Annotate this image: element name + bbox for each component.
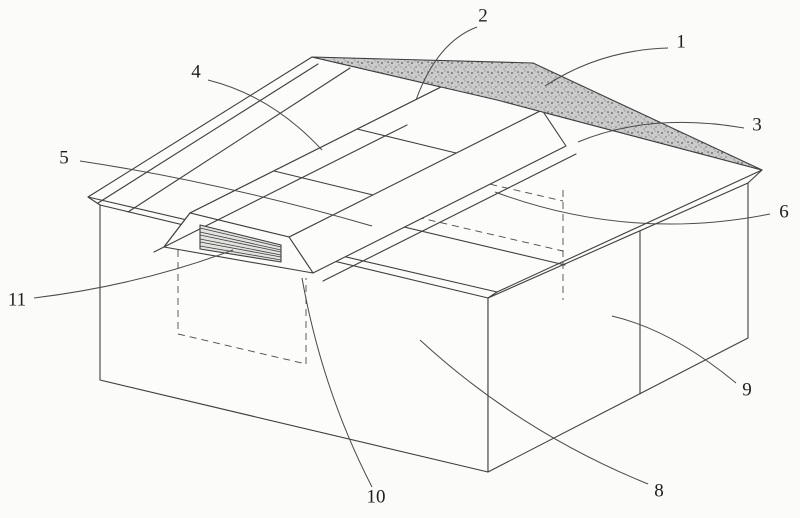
- hidden-edge-dashed-ridge: [299, 189, 564, 252]
- duct-cross-seam-2: [356, 128, 457, 154]
- louver-slat: [199, 245, 282, 261]
- roof-seam-line-left: [127, 67, 351, 213]
- leader-line-3: [577, 121, 745, 143]
- rim-corner-connector-front: [487, 291, 498, 299]
- leader-line-11: [33, 249, 234, 299]
- louver-slat: [199, 234, 282, 253]
- duct-flange-line-right: [322, 153, 577, 282]
- leader-line-10: [301, 277, 373, 488]
- leader-line-6: [494, 191, 771, 225]
- hidden-duct-bottom-edge: [177, 333, 307, 365]
- louver-slat: [199, 231, 282, 251]
- ref-label-8: 8: [654, 480, 664, 502]
- leader-lines: [33, 26, 771, 488]
- louver-vent: [199, 224, 282, 263]
- hidden-duct-lines: [177, 190, 564, 365]
- leader-line-9: [611, 315, 737, 384]
- duct-flange-line-left: [153, 124, 408, 253]
- right-wall-face: [487, 182, 749, 473]
- leader-line-5: [79, 160, 373, 227]
- louver-slat: [199, 227, 282, 248]
- ref-label-5: 5: [59, 147, 69, 169]
- roof-left-rim-inner-line: [97, 63, 319, 204]
- leader-line-1: [544, 47, 669, 87]
- rim-corner-connector-right: [747, 169, 763, 184]
- hatched-roof-panel: [311, 56, 763, 171]
- ref-label-6: 6: [779, 201, 789, 223]
- ref-label-2: 2: [478, 5, 488, 27]
- ref-label-11: 11: [7, 289, 27, 311]
- ref-label-3: 3: [752, 114, 762, 136]
- ref-label-4: 4: [191, 61, 201, 83]
- ridge-duct: [153, 85, 577, 282]
- duct-cross-seam-1: [273, 170, 374, 196]
- ref-label-10: 10: [366, 486, 386, 508]
- ref-label-9: 9: [742, 379, 752, 401]
- ref-label-1: 1: [676, 31, 686, 53]
- louver-slat: [199, 238, 282, 256]
- leader-line-4: [207, 79, 323, 151]
- rim-corner-connector-left: [87, 196, 101, 206]
- leader-line-2: [415, 26, 478, 101]
- building-walls: [99, 182, 749, 473]
- louver-slat: [199, 241, 282, 258]
- leader-line-8: [419, 339, 649, 485]
